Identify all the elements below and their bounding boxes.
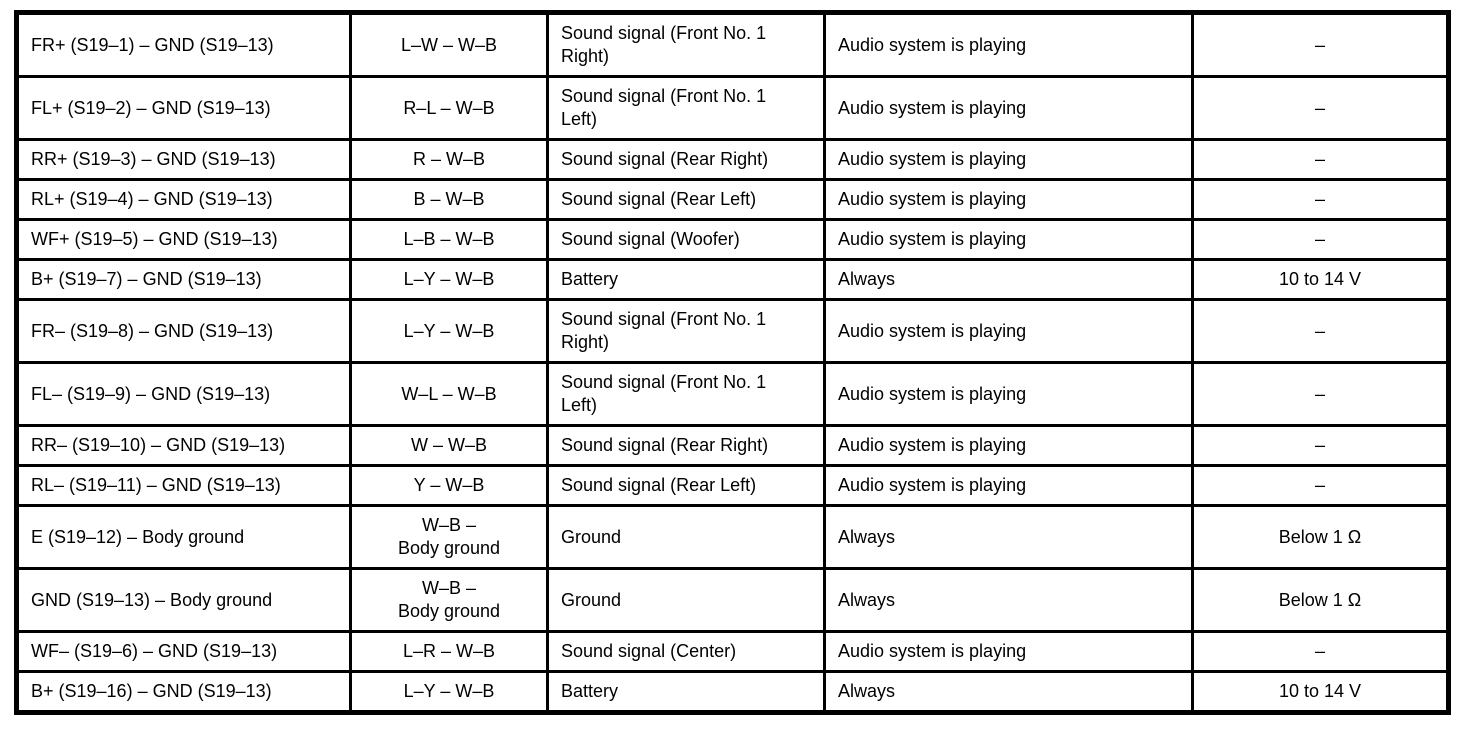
tester-connection-cell: B+ (S19–16) – GND (S19–13) <box>15 670 352 714</box>
wiring-color-cell: L–W – W–B <box>349 11 549 78</box>
terminal-description-cell: Ground <box>546 504 826 570</box>
wiring-color-cell: R–L – W–B <box>349 75 549 141</box>
wiring-color-cell: Y – W–B <box>349 464 549 507</box>
wiring-color-cell: W–L – W–B <box>349 361 549 427</box>
wiring-color-cell: L–R – W–B <box>349 630 549 673</box>
specified-condition-cell: – <box>1191 424 1450 467</box>
terminal-description-cell: Sound signal (Rear Left) <box>546 464 826 507</box>
condition-cell: Always <box>823 567 1194 633</box>
wiring-color-cell: L–Y – W–B <box>349 670 549 714</box>
condition-cell: Audio system is playing <box>823 361 1194 427</box>
wiring-color-cell: R – W–B <box>349 138 549 181</box>
condition-cell: Audio system is playing <box>823 178 1194 221</box>
condition-cell: Audio system is playing <box>823 218 1194 261</box>
terminal-description-cell: Sound signal (Rear Right) <box>546 424 826 467</box>
condition-cell: Audio system is playing <box>823 11 1194 78</box>
terminal-description-cell: Sound signal (Front No. 1 Left) <box>546 361 826 427</box>
tester-connection-cell: FL– (S19–9) – GND (S19–13) <box>15 361 352 427</box>
tester-connection-cell: FL+ (S19–2) – GND (S19–13) <box>15 75 352 141</box>
terminal-description-cell: Sound signal (Front No. 1 Right) <box>546 298 826 364</box>
specified-condition-cell: Below 1 Ω <box>1191 567 1450 633</box>
tester-connection-cell: RL– (S19–11) – GND (S19–13) <box>15 464 352 507</box>
specified-condition-cell: – <box>1191 298 1450 364</box>
tester-connection-cell: E (S19–12) – Body ground <box>15 504 352 570</box>
wiring-color-cell: W–B – Body ground <box>349 504 549 570</box>
condition-cell: Audio system is playing <box>823 464 1194 507</box>
wiring-color-cell: L–Y – W–B <box>349 258 549 301</box>
condition-cell: Audio system is playing <box>823 138 1194 181</box>
specified-condition-cell: – <box>1191 218 1450 261</box>
tester-connection-cell: WF+ (S19–5) – GND (S19–13) <box>15 218 352 261</box>
specified-condition-cell: – <box>1191 464 1450 507</box>
condition-cell: Audio system is playing <box>823 75 1194 141</box>
wiring-color-cell: W – W–B <box>349 424 549 467</box>
terminal-description-cell: Battery <box>546 258 826 301</box>
tester-connection-cell: RR+ (S19–3) – GND (S19–13) <box>15 138 352 181</box>
tester-connection-cell: GND (S19–13) – Body ground <box>15 567 352 633</box>
terminal-description-cell: Ground <box>546 567 826 633</box>
terminal-description-cell: Sound signal (Front No. 1 Right) <box>546 11 826 78</box>
terminal-description-cell: Sound signal (Front No. 1 Left) <box>546 75 826 141</box>
condition-cell: Audio system is playing <box>823 424 1194 467</box>
tester-connection-cell: WF– (S19–6) – GND (S19–13) <box>15 630 352 673</box>
specified-condition-cell: 10 to 14 V <box>1191 670 1450 714</box>
tester-connection-cell: B+ (S19–7) – GND (S19–13) <box>15 258 352 301</box>
wiring-color-cell: B – W–B <box>349 178 549 221</box>
specified-condition-cell: – <box>1191 11 1450 78</box>
specified-condition-cell: – <box>1191 178 1450 221</box>
wiring-color-cell: L–Y – W–B <box>349 298 549 364</box>
terminal-description-cell: Sound signal (Rear Right) <box>546 138 826 181</box>
specified-condition-cell: – <box>1191 630 1450 673</box>
condition-cell: Always <box>823 504 1194 570</box>
terminal-description-cell: Sound signal (Rear Left) <box>546 178 826 221</box>
specified-condition-cell: – <box>1191 138 1450 181</box>
tester-connection-cell: FR+ (S19–1) – GND (S19–13) <box>15 11 352 78</box>
tester-connection-cell: RR– (S19–10) – GND (S19–13) <box>15 424 352 467</box>
terminal-description-cell: Sound signal (Center) <box>546 630 826 673</box>
terminal-description-cell: Battery <box>546 670 826 714</box>
condition-cell: Audio system is playing <box>823 630 1194 673</box>
terminal-description-cell: Sound signal (Woofer) <box>546 218 826 261</box>
wiring-color-cell: L–B – W–B <box>349 218 549 261</box>
specified-condition-cell: Below 1 Ω <box>1191 504 1450 570</box>
tester-connection-cell: FR– (S19–8) – GND (S19–13) <box>15 298 352 364</box>
condition-cell: Always <box>823 258 1194 301</box>
specified-condition-cell: – <box>1191 361 1450 427</box>
condition-cell: Audio system is playing <box>823 298 1194 364</box>
specified-condition-cell: – <box>1191 75 1450 141</box>
condition-cell: Always <box>823 670 1194 714</box>
tester-connection-cell: RL+ (S19–4) – GND (S19–13) <box>15 178 352 221</box>
specified-condition-cell: 10 to 14 V <box>1191 258 1450 301</box>
wiring-color-cell: W–B – Body ground <box>349 567 549 633</box>
